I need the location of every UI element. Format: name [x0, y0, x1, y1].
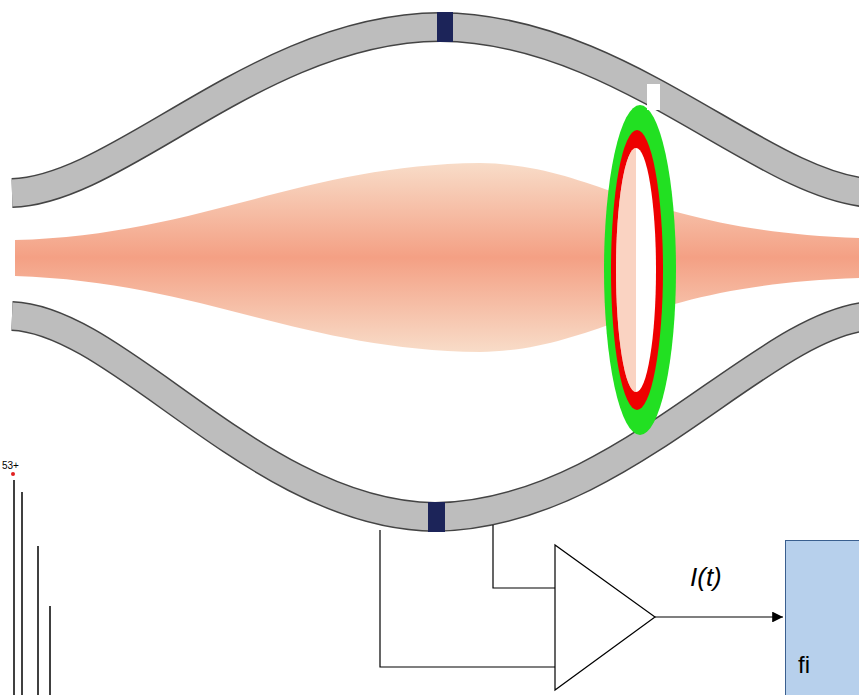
electrode-gap	[647, 84, 660, 110]
outer-electrode	[12, 27, 859, 517]
signal-label: I(t)	[690, 562, 722, 593]
charge-state-label: 53+	[2, 460, 19, 471]
amplifier-symbol	[555, 545, 655, 690]
signal-arrow	[655, 616, 783, 617]
ion-ring	[604, 105, 676, 435]
pickup-wire	[380, 525, 555, 667]
insulator	[428, 502, 445, 532]
mass-spectrum	[14, 480, 50, 695]
processing-box: fi	[785, 540, 859, 695]
box-text: fi	[798, 651, 859, 679]
peak-marker	[11, 472, 15, 476]
insulator	[437, 12, 453, 42]
ion-cloud	[15, 163, 859, 352]
